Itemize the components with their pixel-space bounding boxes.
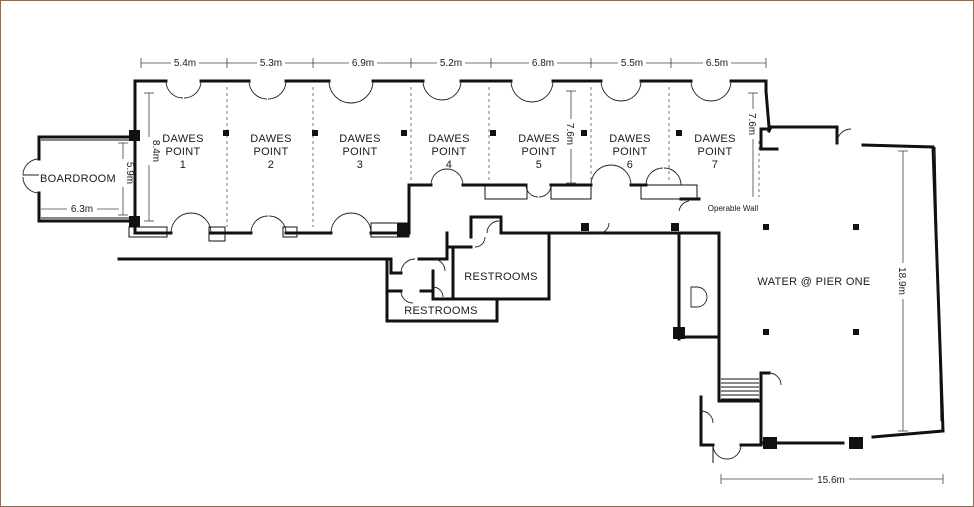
dim-boardroom-depth: 5.9m bbox=[124, 162, 135, 184]
dawes-7-number: 7 bbox=[712, 159, 718, 171]
restrooms-lower-label: RESTROOMS bbox=[404, 305, 478, 317]
dawes-5-number: 5 bbox=[536, 159, 542, 171]
stairs bbox=[721, 378, 759, 400]
dawes-1-line1: DAWES bbox=[162, 133, 203, 145]
dawes-1-number: 1 bbox=[180, 159, 186, 171]
dawes-5-line1: DAWES bbox=[518, 133, 559, 145]
dawes-6-line1: DAWES bbox=[609, 133, 650, 145]
dawes-6-number: 6 bbox=[627, 159, 633, 171]
dawes-depth-dim: 8.4m bbox=[142, 92, 161, 222]
dawes-4-line1: DAWES bbox=[428, 133, 469, 145]
dim-dawes7-depth: 7.6m bbox=[746, 113, 757, 135]
dim-dawes-depth: 8.4m bbox=[150, 140, 161, 162]
dim-top-1: 5.4m bbox=[174, 58, 196, 69]
projector-markers bbox=[223, 130, 682, 136]
top-dimension-labels: 5.4m 5.3m 6.9m 5.2m 6.8m 5.5m 6.5m bbox=[171, 56, 731, 69]
water-depth-dim: 18.9m bbox=[896, 150, 910, 432]
fixture bbox=[690, 286, 708, 308]
dawes7-depth-dim: 7.6m bbox=[746, 92, 760, 197]
dawes-5-line2: POINT bbox=[521, 146, 556, 158]
dim-top-5: 6.8m bbox=[532, 58, 554, 69]
dim-dawes5-depth: 7.6m bbox=[564, 123, 575, 145]
bottom-doors bbox=[170, 164, 682, 234]
columns bbox=[129, 130, 863, 449]
dawes-3-line2: POINT bbox=[342, 146, 377, 158]
dim-top-6: 5.5m bbox=[621, 58, 643, 69]
top-doors bbox=[165, 80, 732, 104]
dawes-labels: DAWES POINT 1 DAWES POINT 2 DAWES POINT … bbox=[162, 133, 735, 171]
dawes-4-number: 4 bbox=[446, 159, 452, 171]
operable-walls bbox=[226, 87, 760, 227]
dawes-7-line2: POINT bbox=[697, 146, 732, 158]
dawes-4-line2: POINT bbox=[431, 146, 466, 158]
boardroom: BOARDROOM 5.9m 6.3m bbox=[22, 135, 137, 223]
restroom-doors bbox=[400, 200, 690, 304]
water-pier-one-walls bbox=[699, 125, 945, 447]
dawes-2-line1: DAWES bbox=[250, 133, 291, 145]
operable-wall-note: Operable Wall bbox=[708, 204, 759, 213]
boardroom-label: BOARDROOM bbox=[40, 173, 116, 185]
water-width-dim: 15.6m bbox=[720, 473, 944, 486]
dim-boardroom-width: 6.3m bbox=[71, 204, 93, 215]
dawes-3-line1: DAWES bbox=[339, 133, 380, 145]
dim-top-2: 5.3m bbox=[260, 58, 282, 69]
dawes-2-number: 2 bbox=[268, 159, 274, 171]
restrooms-upper-label: RESTROOMS bbox=[464, 271, 538, 283]
dawes-6-line2: POINT bbox=[612, 146, 647, 158]
water-pier-one-label: WATER @ PIER ONE bbox=[757, 276, 870, 288]
dawes-7-line1: DAWES bbox=[694, 133, 735, 145]
dim-water-width: 15.6m bbox=[817, 475, 845, 486]
dim-top-3: 6.9m bbox=[352, 58, 374, 69]
dawes-3-number: 3 bbox=[357, 159, 363, 171]
dim-top-7: 6.5m bbox=[706, 58, 728, 69]
dawes5-depth-dim: 7.6m bbox=[564, 90, 578, 184]
dawes-2-line2: POINT bbox=[253, 146, 288, 158]
water-doors bbox=[700, 128, 852, 463]
dawes-1-line2: POINT bbox=[165, 146, 200, 158]
dim-top-4: 5.2m bbox=[440, 58, 462, 69]
corridor-walls bbox=[117, 124, 774, 341]
dim-water-depth: 18.9m bbox=[896, 267, 907, 295]
